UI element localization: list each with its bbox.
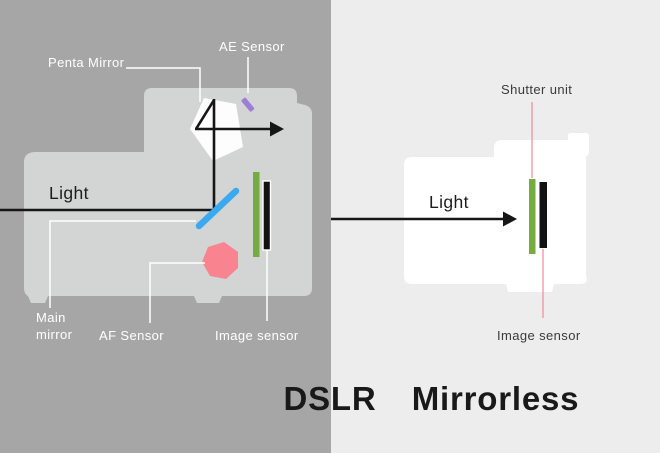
- dslr-image-sensor-label: Image sensor: [215, 328, 299, 343]
- penta-mirror-leader: [126, 67, 201, 102]
- shutter-unit-label: Shutter unit: [501, 82, 573, 97]
- af-sensor-label: AF Sensor: [99, 328, 165, 343]
- dslr-light-path: [0, 99, 272, 212]
- dslr-light-label: Light: [49, 183, 89, 203]
- mirrorless-image-sensor-label: Image sensor: [497, 328, 581, 343]
- dslr-title: DSLR: [283, 380, 377, 417]
- mirrorless-title: Mirrorless: [411, 380, 580, 417]
- light-ray-prism-diagonal: [194, 99, 216, 130]
- dslr-leader-lines: [49, 57, 268, 323]
- af-sensor-shape: [202, 242, 238, 279]
- mirrorless-light-arrowhead: [503, 211, 517, 227]
- dslr-shutter-bar: [253, 172, 260, 257]
- main-mirror-label-line2: mirror: [36, 326, 73, 342]
- af-sensor-leader: [149, 262, 205, 323]
- main-mirror-shape: [195, 187, 240, 230]
- dslr-image-sensor-bar: [262, 180, 272, 251]
- mirrorless-image-sensor-bar: [539, 182, 547, 248]
- main-mirror-label: Main mirror: [36, 310, 72, 344]
- main-mirror-leader: [49, 220, 196, 308]
- mirrorless-shutter-bar: [529, 179, 536, 254]
- penta-mirror-label: Penta Mirror: [48, 55, 125, 70]
- mirrorless-light-label: Light: [429, 192, 469, 212]
- main-mirror-label-line1: Main: [36, 310, 66, 325]
- dslr-light-arrowhead: [270, 121, 284, 137]
- mirrorless-leader-lines: [531, 102, 544, 318]
- ae-sensor-label: AE Sensor: [219, 39, 285, 54]
- ae-sensor-shape: [241, 97, 255, 112]
